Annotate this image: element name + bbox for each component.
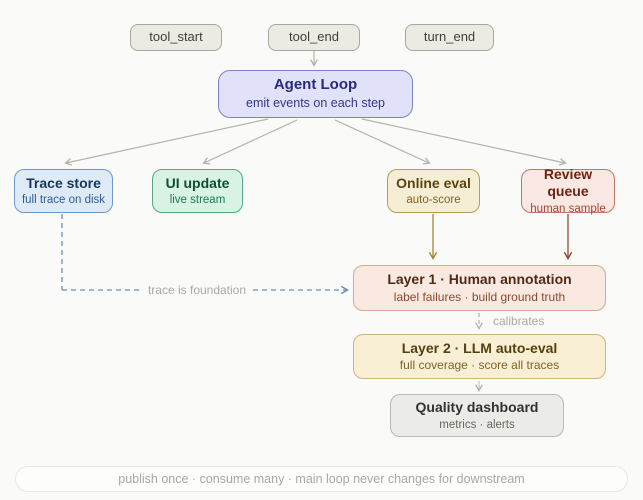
node-online-eval: Online eval auto-score	[387, 169, 480, 213]
agent-loop-title: Agent Loop	[273, 76, 358, 94]
edge-label-trace-is-foundation: trace is foundation	[147, 283, 247, 297]
ui-update-subtitle: live stream	[169, 194, 226, 207]
footer-banner: publish once · consume many · main loop …	[15, 466, 628, 492]
trace-store-title: Trace store	[26, 174, 101, 191]
footer-text: publish once · consume many · main loop …	[118, 472, 525, 486]
tool-start-label: tool_start	[149, 29, 203, 45]
online-eval-subtitle: auto-score	[406, 194, 461, 207]
agent-loop-subtitle: emit events on each step	[246, 96, 385, 111]
node-turn-end: turn_end	[405, 24, 494, 51]
turn-end-label: turn_end	[423, 29, 476, 45]
review-queue-title: Review queue	[543, 165, 593, 200]
node-agent-loop: Agent Loop emit events on each step	[218, 70, 413, 118]
review-queue-subtitle: human sample	[530, 202, 606, 215]
ui-update-title: UI update	[165, 174, 230, 191]
node-quality-dashboard: Quality dashboard metrics · alerts	[390, 394, 564, 437]
node-ui-update: UI update live stream	[152, 169, 243, 213]
layer1-title: Layer 1 · Human annotation	[387, 271, 572, 288]
node-tool-start: tool_start	[130, 24, 222, 51]
trace-store-subtitle: full trace on disk	[21, 194, 106, 207]
layer2-subtitle: full coverage · score all traces	[399, 358, 560, 373]
tool-end-label: tool_end	[289, 29, 339, 45]
node-review-queue: Review queue human sample	[521, 165, 615, 215]
quality-dashboard-title: Quality dashboard	[415, 399, 539, 416]
online-eval-title: Online eval	[396, 174, 471, 191]
node-trace-store: Trace store full trace on disk	[14, 169, 113, 213]
node-layer2-llm-auto-eval: Layer 2 · LLM auto-eval full coverage · …	[353, 334, 606, 379]
layer1-subtitle: label failures · build ground truth	[393, 289, 566, 304]
quality-dashboard-subtitle: metrics · alerts	[439, 418, 515, 431]
layer2-title: Layer 2 · LLM auto-eval	[401, 339, 558, 356]
edge-label-calibrates: calibrates	[493, 314, 545, 328]
node-layer1-human-annotation: Layer 1 · Human annotation label failure…	[353, 265, 606, 311]
node-tool-end: tool_end	[268, 24, 360, 51]
